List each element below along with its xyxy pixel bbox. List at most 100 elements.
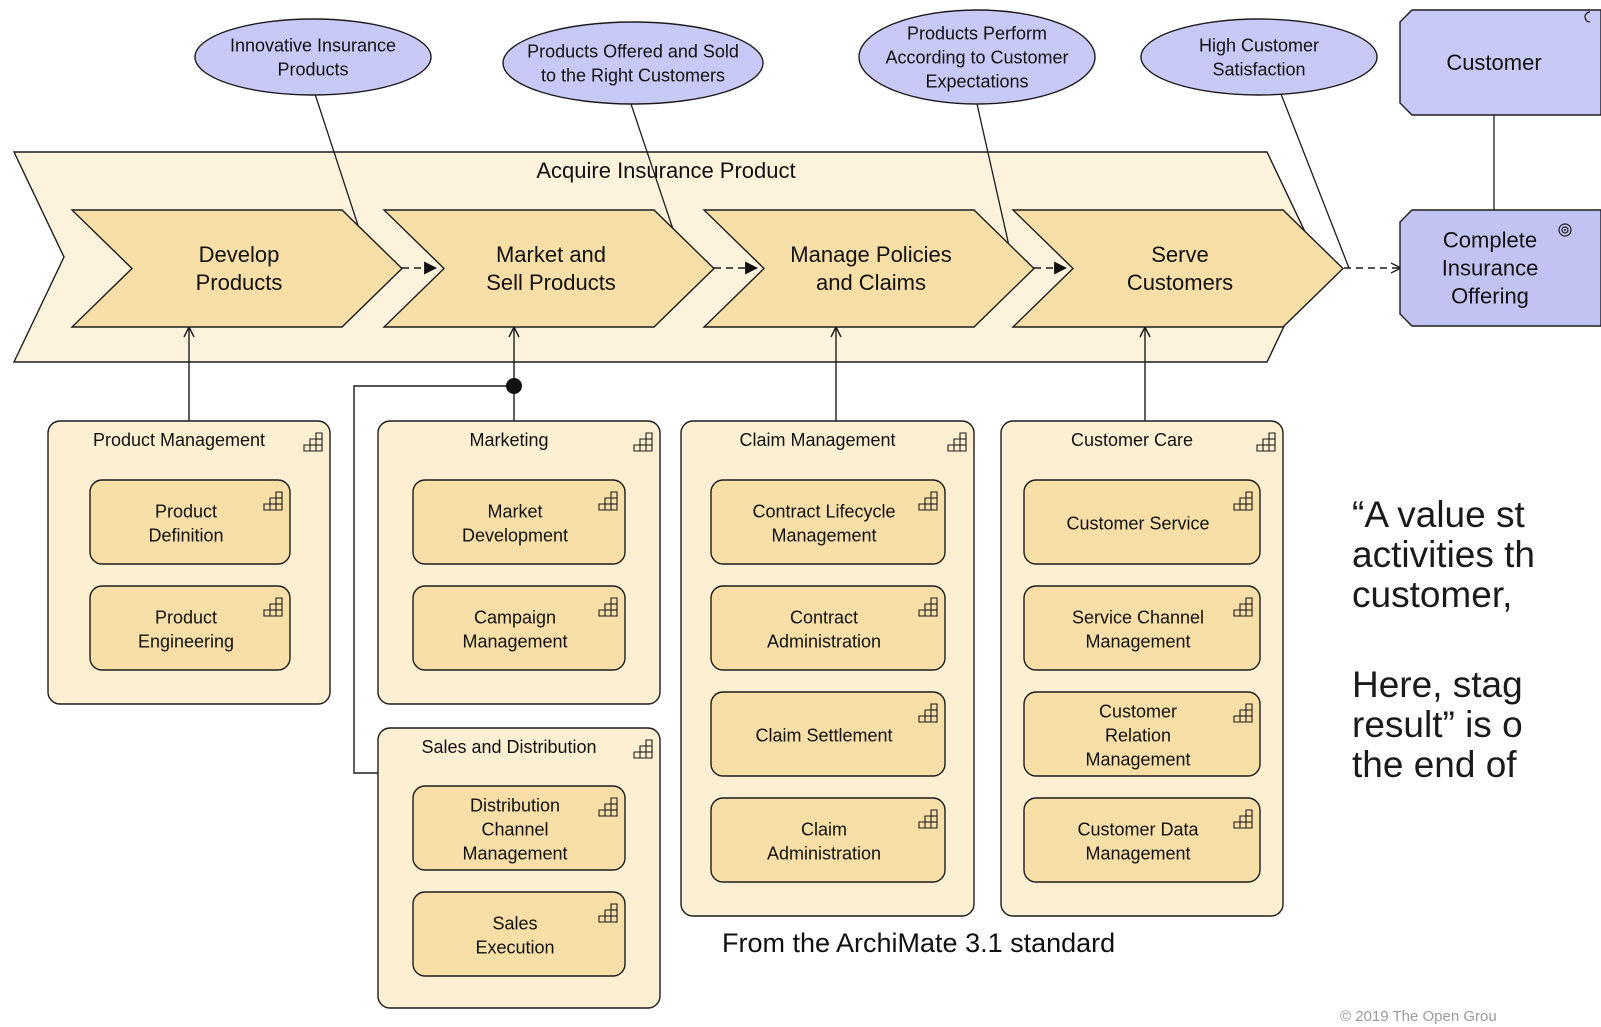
capability-icon [918, 491, 938, 511]
outcome-shape [1399, 209, 1601, 327]
capability-title: Sales and Distribution [421, 737, 596, 757]
value-label-line: to the Right Customers [541, 65, 725, 85]
sub-capability-label-line: Campaign [474, 607, 556, 627]
value-stream-title: Acquire Insurance Product [536, 158, 795, 183]
sub-capability[interactable]: Claim Settlement [710, 691, 946, 777]
value-label-line: High Customer [1199, 35, 1319, 55]
stage-label-line: Sell Products [486, 270, 616, 295]
capability-marketing[interactable]: MarketingMarketDevelopmentCampaignManage… [377, 420, 661, 705]
capability-icon [1233, 491, 1253, 511]
outcome-label-line: Offering [1451, 284, 1529, 309]
capability-sales-and-distribution[interactable]: Sales and DistributionDistributionChanne… [377, 727, 661, 1009]
capability-icon [918, 703, 938, 723]
sub-capability-label: Customer Service [1066, 513, 1209, 533]
sub-capability-shape [710, 797, 946, 883]
capability-title: Claim Management [739, 430, 895, 450]
sub-capability-label-line: Management [771, 525, 876, 545]
stakeholder-shape [1399, 9, 1601, 116]
sub-capability-shape [1023, 479, 1261, 565]
capability-icon [947, 432, 967, 452]
definition-paragraph-2: Here, stag result” is o the end of [1352, 664, 1523, 785]
capability-icon [1256, 432, 1276, 452]
capability-icon [598, 797, 618, 817]
stage-label-line: Customers [1127, 270, 1233, 295]
sub-capability-shape [1023, 585, 1261, 671]
sub-capability-label-line: Product [155, 607, 217, 627]
capability-icon [1233, 597, 1253, 617]
sub-capability-shape [412, 479, 626, 565]
sub-capability-shape [1023, 691, 1261, 777]
value-label-line: Products [277, 59, 348, 79]
capability-icon [1233, 703, 1253, 723]
sub-capability-label-line: Relation [1105, 725, 1171, 745]
value-shape [502, 21, 764, 105]
stakeholder-icon [1584, 11, 1591, 23]
sub-capability[interactable]: Customer Service [1023, 479, 1261, 565]
sub-capability-label-line: Channel [481, 819, 548, 839]
stage-label-line: Develop [199, 242, 280, 267]
capability-icon [263, 491, 283, 511]
sub-capability-label-line: Engineering [138, 631, 234, 651]
value-label-line: According to Customer [885, 47, 1068, 67]
definition-text: “A value st activities th customer, Here… [1352, 455, 1601, 835]
capability-product-management[interactable]: Product ManagementProductDefinitionProdu… [47, 420, 331, 705]
stakeholder-customer[interactable]: Customer [1399, 9, 1601, 116]
value-shape [858, 9, 1096, 105]
sub-capability-label-line: Claim Settlement [755, 725, 892, 745]
capability-icon [918, 809, 938, 829]
sub-capability-shape [710, 585, 946, 671]
value-shape [1140, 18, 1378, 96]
stakeholder-label: Customer [1446, 50, 1541, 75]
capability-icon [633, 432, 653, 452]
sub-capability-label-line: Market [487, 501, 542, 521]
definition-paragraph-1: “A value st activities th customer, [1352, 494, 1536, 615]
sub-capability-label-line: Management [462, 631, 567, 651]
sub-capability-shape [710, 691, 946, 777]
capability-icon [303, 432, 323, 452]
value-label-line: Satisfaction [1212, 59, 1305, 79]
sub-capability-label-line: Customer [1099, 701, 1177, 721]
sub-capability-label-line: Customer Data [1077, 819, 1199, 839]
sub-capability-label-line: Sales [492, 913, 537, 933]
sub-capability-shape [1023, 797, 1261, 883]
